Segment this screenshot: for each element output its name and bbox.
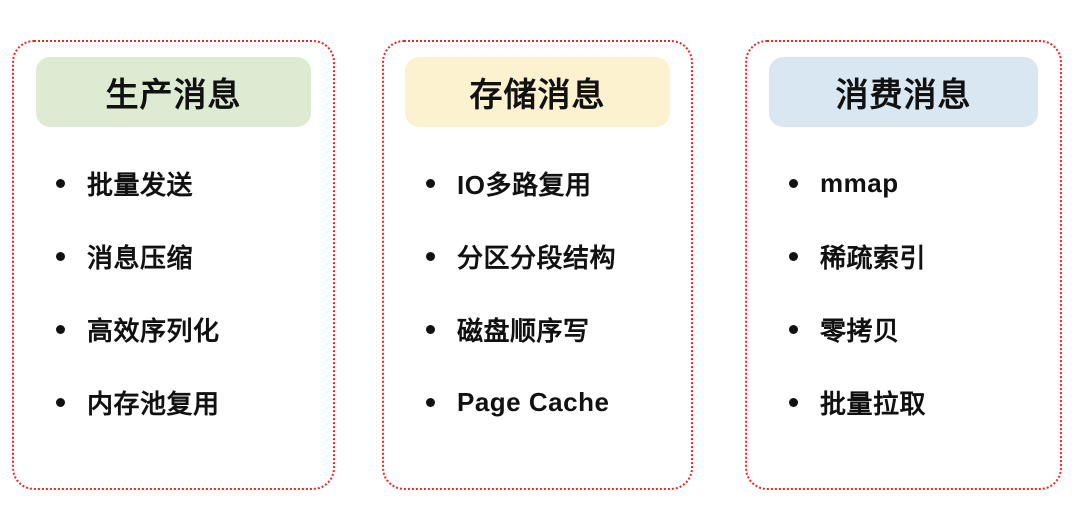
card-consume-list: mmap 稀疏索引 零拷贝 批量拉取: [747, 147, 1060, 439]
bullet-icon: [426, 179, 435, 188]
list-item-label: 分区分段结构: [457, 243, 617, 273]
list-item-label: 高效序列化: [87, 316, 220, 346]
list-item: mmap: [747, 147, 1060, 220]
list-item-label: 磁盘顺序写: [457, 316, 590, 346]
list-item-label: 批量发送: [87, 170, 194, 200]
card-store-list: IO多路复用 分区分段结构 磁盘顺序写 Page Cache: [384, 147, 691, 439]
list-item-label: 稀疏索引: [820, 243, 927, 273]
bullet-icon: [789, 398, 798, 407]
card-produce-list: 批量发送 消息压缩 高效序列化 内存池复用: [14, 147, 333, 439]
list-item: 批量拉取: [747, 366, 1060, 439]
list-item-label: 内存池复用: [87, 389, 220, 419]
list-item: 内存池复用: [14, 366, 333, 439]
list-item: IO多路复用: [384, 147, 691, 220]
list-item: 消息压缩: [14, 220, 333, 293]
list-item-label: mmap: [820, 168, 899, 198]
bullet-icon: [789, 325, 798, 334]
list-item: 批量发送: [14, 147, 333, 220]
bullet-icon: [426, 325, 435, 334]
bullet-icon: [56, 179, 65, 188]
list-item-label: Page Cache: [457, 387, 610, 417]
bullet-icon: [426, 252, 435, 261]
card-store-messages: 存储消息 IO多路复用 分区分段结构 磁盘顺序写 Page Cache: [382, 40, 693, 490]
list-item-label: 零拷贝: [820, 316, 900, 346]
list-item: 高效序列化: [14, 293, 333, 366]
list-item: 磁盘顺序写: [384, 293, 691, 366]
bullet-icon: [56, 398, 65, 407]
card-store-title: 存储消息: [405, 57, 670, 127]
card-produce-title: 生产消息: [36, 57, 311, 127]
list-item: 稀疏索引: [747, 220, 1060, 293]
card-produce-messages: 生产消息 批量发送 消息压缩 高效序列化 内存池复用: [12, 40, 335, 490]
list-item: 零拷贝: [747, 293, 1060, 366]
list-item: Page Cache: [384, 366, 691, 439]
list-item-label: 消息压缩: [87, 243, 194, 273]
card-consume-title: 消费消息: [768, 57, 1039, 127]
bullet-icon: [426, 398, 435, 407]
list-item-label: 批量拉取: [820, 389, 927, 419]
bullet-icon: [56, 325, 65, 334]
list-item-label: IO多路复用: [457, 170, 592, 200]
bullet-icon: [789, 179, 798, 188]
list-item: 分区分段结构: [384, 220, 691, 293]
bullet-icon: [56, 252, 65, 261]
bullet-icon: [789, 252, 798, 261]
card-consume-messages: 消费消息 mmap 稀疏索引 零拷贝 批量拉取: [745, 40, 1062, 490]
